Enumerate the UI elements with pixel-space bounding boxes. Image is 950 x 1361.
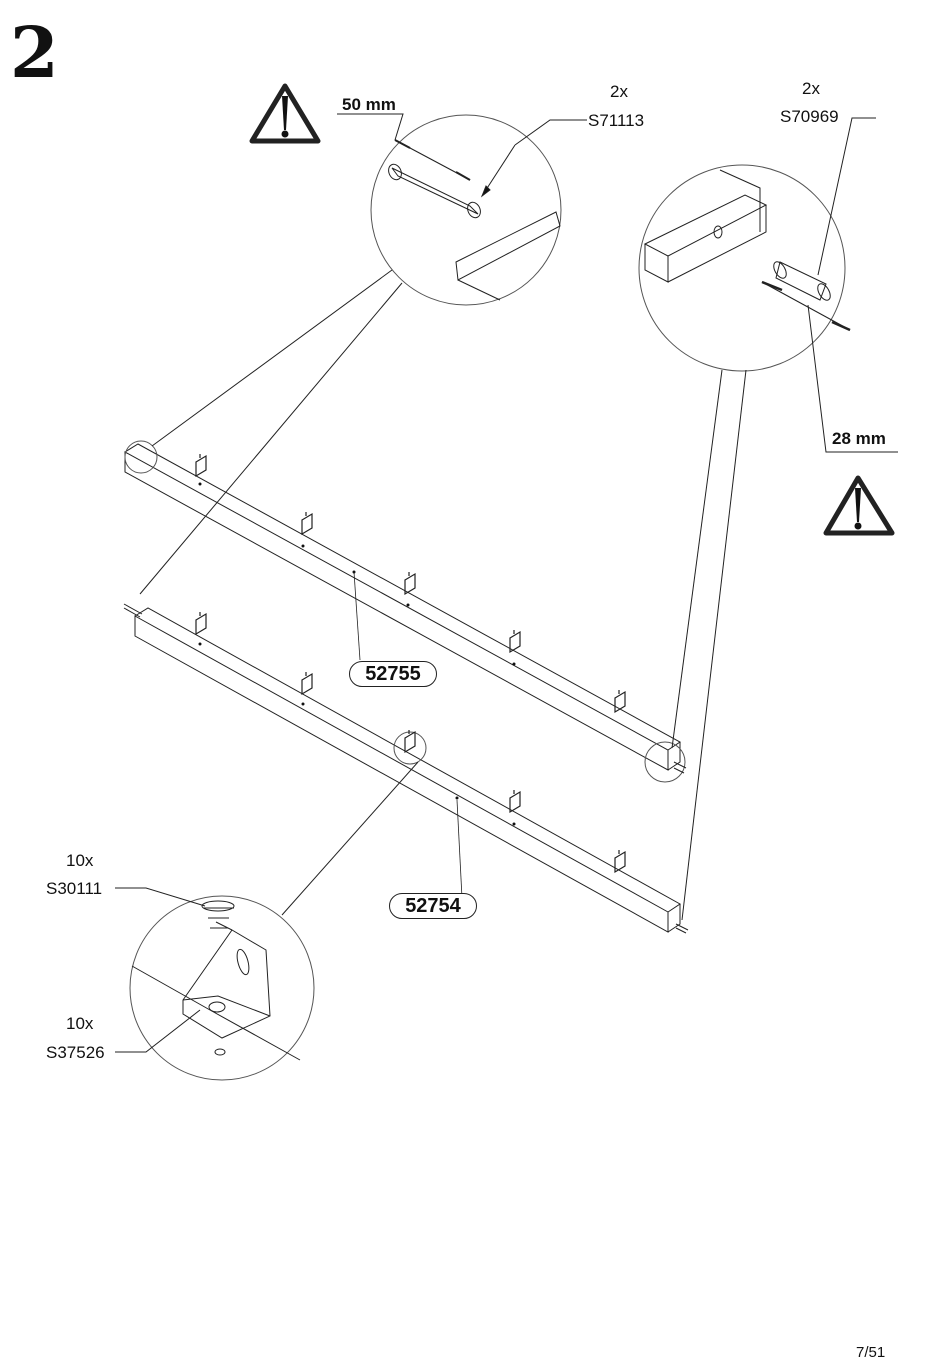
quantity-label-s70969: 2x (802, 79, 820, 98)
quantity-label-s30111: 10x (66, 851, 94, 870)
part-label-s37526: S37526 (46, 1043, 105, 1062)
warning-icon (823, 475, 895, 536)
bracket-marks (195, 454, 626, 874)
zoom-detail-dowel-28mm (638, 117, 898, 453)
panel-label-52755: 52755 (349, 661, 437, 687)
zoom-detail-bracket (115, 887, 315, 1081)
part-label-s70969: S70969 (780, 107, 839, 126)
zoom-detail-dowel-50mm (337, 113, 587, 306)
panel-52755-drawing (124, 440, 686, 783)
part-label-s71113: S71113 (588, 111, 645, 130)
part-label-s30111: S30111 (46, 879, 103, 898)
quantity-label-s71113: 2x (610, 82, 628, 101)
page-number: 7/51 (856, 1344, 886, 1361)
warning-icon (249, 83, 321, 144)
step-number: 2 (10, 11, 59, 94)
quantity-label-s37526: 10x (66, 1014, 94, 1033)
dimension-label-28mm: 28 mm (832, 429, 886, 448)
panel-label-52754: 52754 (389, 893, 477, 919)
panel-52754-drawing (134, 607, 681, 933)
dimension-label-50mm: 50 mm (342, 95, 396, 114)
